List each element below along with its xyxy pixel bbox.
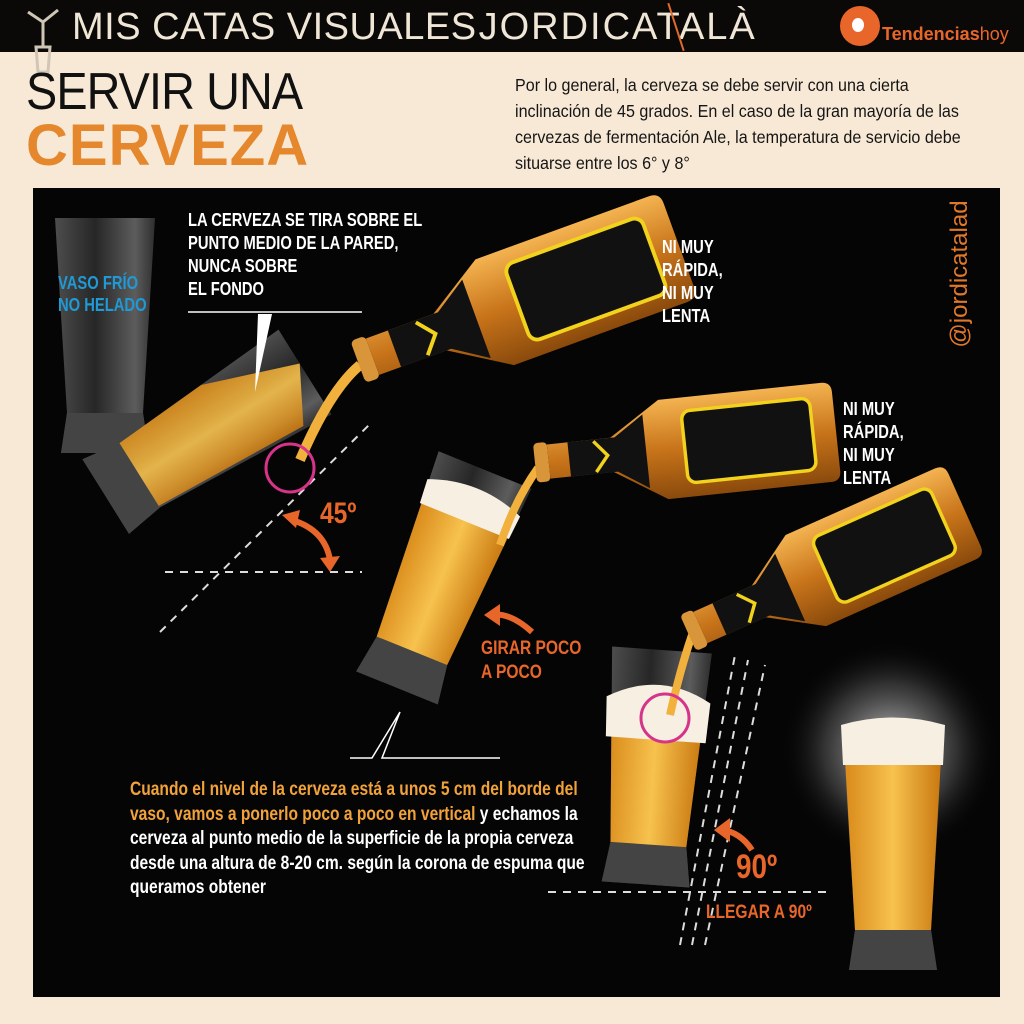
bottom-rest: y echamos la cerveza al punto medio de l… [130, 803, 585, 899]
signature: JORDICATALÀ [478, 6, 757, 48]
reach-90-note: LLEGAR A 90º [706, 902, 812, 923]
social-handle-text: @jordicatalad [946, 200, 973, 348]
brand-label: MIS CATAS VISUALES [72, 6, 477, 48]
brand-title: MIS CATAS VISUALESJORDICATALÀ [72, 6, 757, 49]
pour-point-circle-2 [639, 692, 691, 744]
pour-point-circle-1 [264, 442, 316, 494]
bottle-3 [665, 462, 987, 681]
cold-glass-note: VASO FRÍO NO HELADO [58, 273, 147, 315]
beer-stream-2 [496, 465, 542, 547]
arrowhead-turn-icon [484, 604, 500, 626]
angle-guides [159, 421, 830, 946]
callout-pointer-2 [350, 711, 500, 759]
intro-text: Por lo general, la cerveza se debe servi… [515, 75, 961, 173]
empty-glass [55, 218, 155, 453]
beer-stream-1 [295, 361, 364, 462]
bottom-highlight: Cuando el nivel de la cerveza está a uno… [130, 779, 578, 825]
arrowhead-90-icon [714, 818, 730, 842]
logo-suffix: hoy [979, 24, 1009, 44]
upright-glass-pouring [595, 646, 712, 888]
tilted-glass-45 [79, 329, 332, 539]
angle-90-label: 90º [736, 848, 778, 886]
speed-note-1: NI MUY RÁPIDA, NI MUY LENTA [662, 237, 723, 326]
beer-stream-3 [666, 633, 696, 716]
header-bar: MIS CATAS VISUALESJORDICATALÀ Tendencias… [0, 0, 1024, 74]
turn-note: GIRAR POCO A POCO [481, 638, 582, 683]
social-handle: @jordicatalad [940, 200, 980, 360]
full-beer-glass [841, 717, 945, 970]
arrowhead-45-icon [282, 510, 340, 572]
title-line-1: SERVIR UNA [26, 63, 303, 121]
corkscrew-icon [27, 8, 59, 74]
speed-note-2: NI MUY RÁPIDA, NI MUY LENTA [843, 399, 904, 488]
bottom-explanation: Cuando el nivel de la cerveza está a uno… [130, 778, 589, 901]
callout-pointer-1 [255, 314, 272, 392]
angle-45-label: 45º [320, 497, 357, 530]
logo-main: Tendencias [882, 24, 980, 44]
pour-note: LA CERVEZA SE TIRA SOBRE EL PUNTO MEDIO … [188, 210, 423, 299]
tilted-glass-20 [350, 451, 532, 707]
logo-text: Tendenciashoy [882, 24, 1009, 45]
title-line-2: CERVEZA [26, 113, 310, 178]
bottle-2 [528, 380, 843, 515]
tendencias-logo-icon [840, 6, 880, 46]
